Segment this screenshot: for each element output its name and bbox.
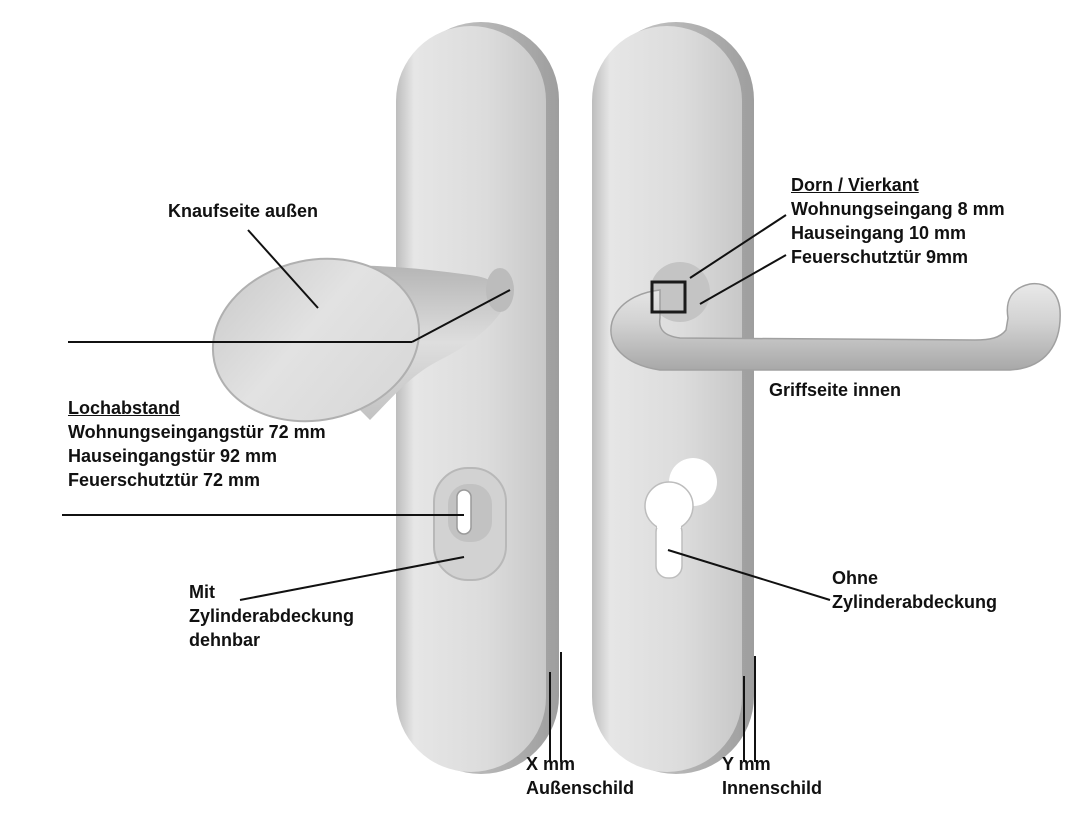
label-without-cover: Ohne Zylinderabdeckung [832, 566, 997, 614]
label-handle-inside: Griffseite innen [769, 380, 902, 400]
label-knob-outside: Knaufseite außen [168, 201, 319, 221]
inner-plate [592, 22, 754, 774]
label-spindle-title: Dorn / Vierkant [791, 175, 919, 195]
label-without-cover-line: Zylinderabdeckung [832, 592, 998, 612]
label-hole-distance-line: Hauseingangstür 92 mm [68, 446, 278, 466]
cylinder-cover [433, 467, 507, 581]
label-with-cover: Mit Zylinderabdeckung dehnbar [189, 580, 354, 652]
label-hole-distance-line: Wohnungseingangstür 72 mm [68, 422, 326, 442]
label-spindle-line: Wohnungseingang 8 mm [791, 199, 1005, 219]
label-inner-plate-line: Y mm [722, 754, 771, 774]
label-hole-distance: Lochabstand Wohnungseingangstür 72 mm Ha… [68, 396, 326, 492]
label-inner-plate-line: Innenschild [722, 778, 823, 798]
label-with-cover-line: dehnbar [189, 630, 261, 650]
label-hole-distance-title: Lochabstand [68, 398, 181, 418]
label-inner-plate: Y mm Innenschild [722, 752, 822, 800]
label-with-cover-line: Mit [189, 582, 215, 602]
label-spindle-line: Hauseingang 10 mm [791, 223, 967, 243]
cylinder-hole [644, 458, 717, 579]
label-outer-plate: X mm Außenschild [526, 752, 634, 800]
label-without-cover-line: Ohne [832, 568, 879, 588]
spindle-marker [650, 280, 687, 314]
lever-handle [610, 262, 1061, 371]
leader-lines [62, 214, 831, 762]
label-hole-distance-line: Feuerschutztür 72 mm [68, 470, 261, 490]
label-with-cover-line: Zylinderabdeckung [189, 606, 355, 626]
label-spindle: Dorn / Vierkant Wohnungseingang 8 mm Hau… [791, 173, 1005, 269]
label-outer-plate-line: X mm [526, 754, 576, 774]
label-spindle-line: Feuerschutztür 9mm [791, 247, 969, 267]
label-outer-plate-line: Außenschild [526, 778, 635, 798]
outer-plate [396, 22, 559, 774]
